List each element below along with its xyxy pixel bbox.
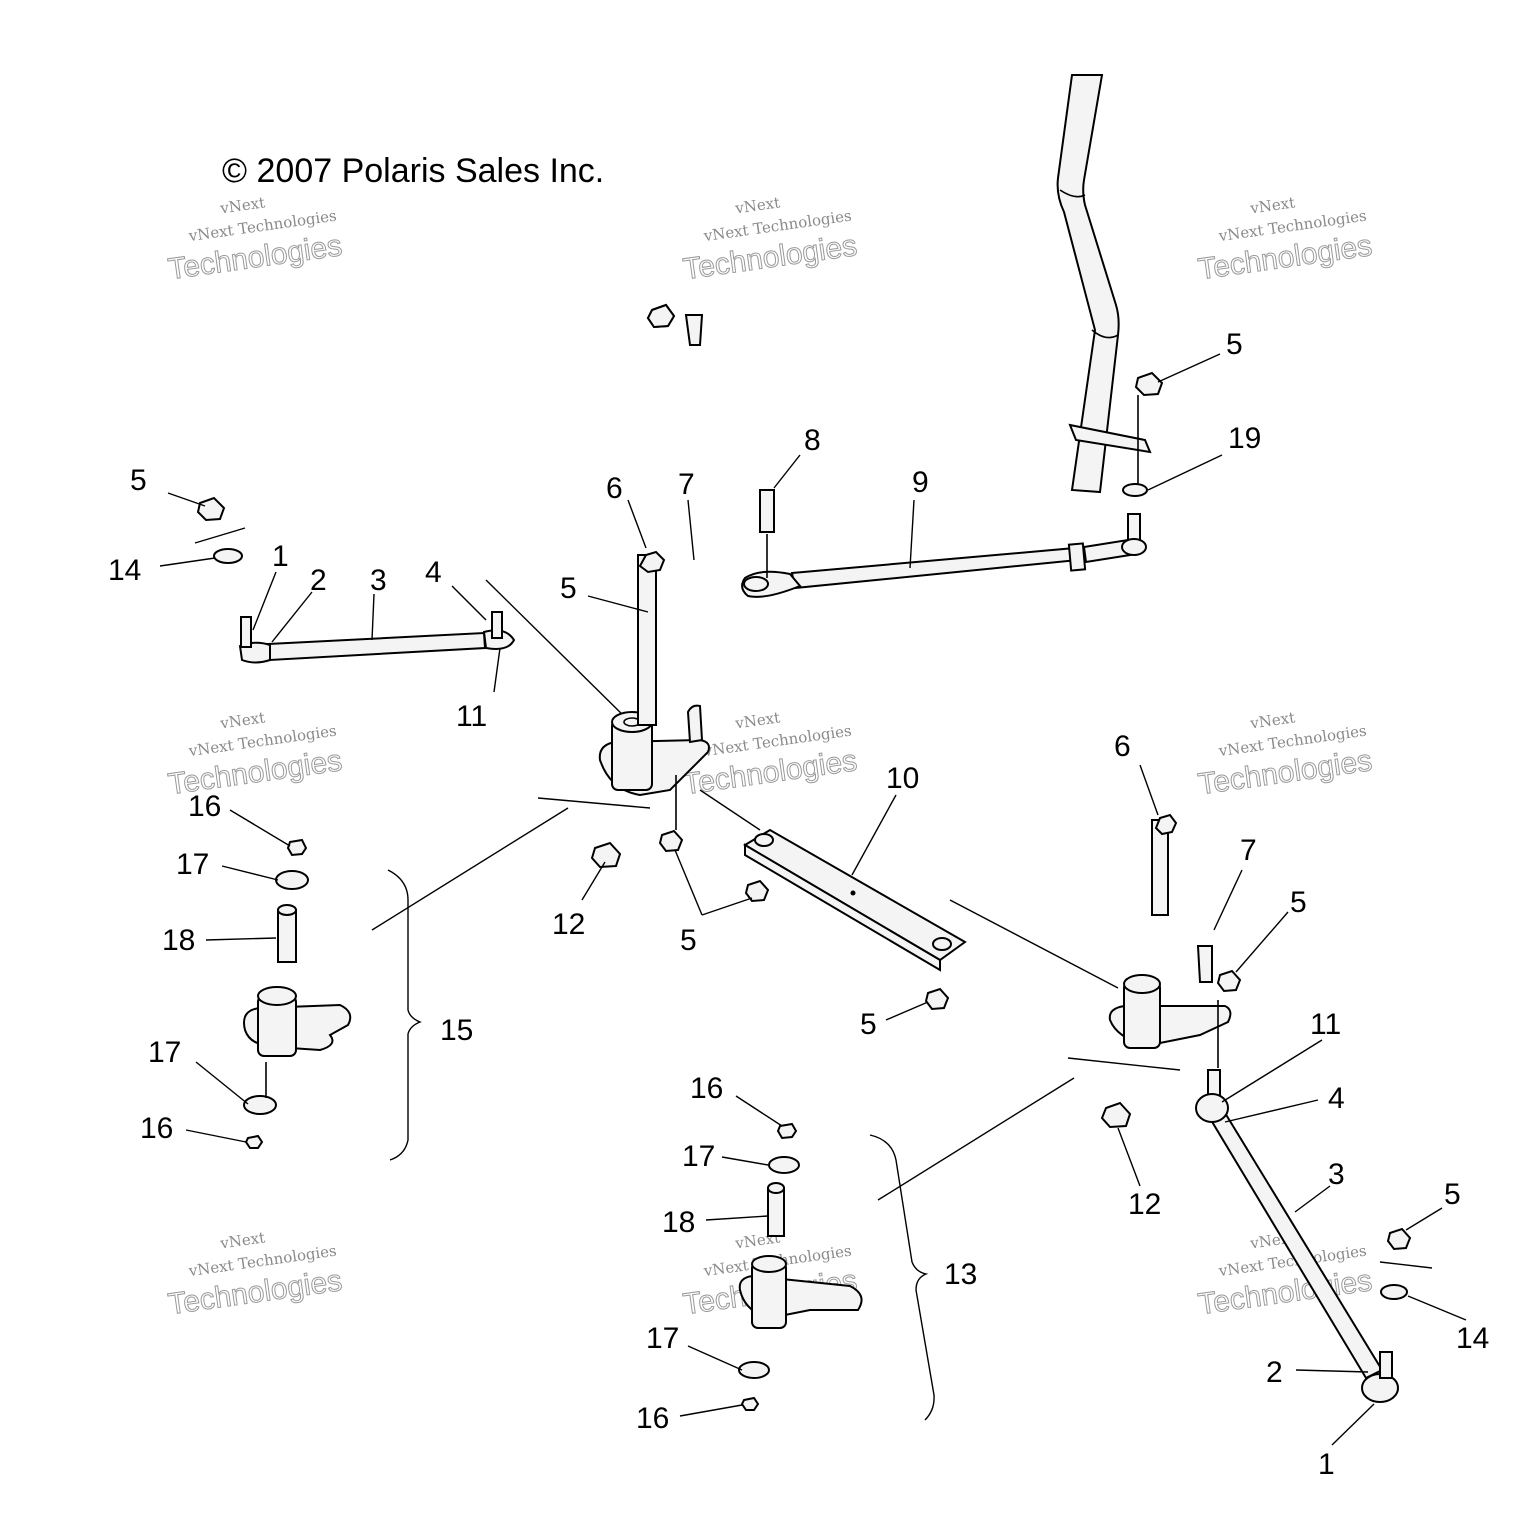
callout-3: 3 — [1328, 1158, 1345, 1191]
callout-5: 5 — [560, 572, 577, 605]
callout-3: 3 — [370, 564, 387, 597]
callout-5: 5 — [1226, 328, 1243, 361]
callout-12: 12 — [1128, 1188, 1161, 1221]
callout-5: 5 — [1290, 886, 1307, 919]
callout-16: 16 — [188, 790, 221, 823]
callout-12: 12 — [552, 908, 585, 941]
spindle-assembly-13 — [738, 1057, 1181, 1421]
watermark-line1: vNext — [733, 708, 781, 732]
watermark-line1: vNext — [1248, 708, 1296, 732]
pivot-arm-right — [1108, 813, 1232, 1068]
callout-11: 11 — [1310, 1008, 1341, 1041]
callout-13: 13 — [944, 1258, 977, 1291]
callout-10: 10 — [886, 762, 919, 795]
callout-6: 6 — [606, 472, 623, 505]
callout-5: 5 — [860, 1008, 877, 1041]
watermark: vNext vNext Technologies Technologies — [166, 708, 345, 801]
callout-18: 18 — [662, 1206, 695, 1239]
callout-18: 18 — [162, 924, 195, 957]
callout-14: 14 — [1456, 1322, 1489, 1355]
callout-16: 16 — [636, 1402, 669, 1435]
callout-labels: 5 14 1 2 3 4 11 6 5 7 8 9 5 19 10 6 7 5 … — [108, 328, 1489, 1481]
hardware-parts — [194, 303, 1433, 1300]
callout-1: 1 — [1318, 1448, 1335, 1481]
callout-5: 5 — [1444, 1178, 1461, 1211]
spindle-assembly-15 — [243, 797, 651, 1161]
callout-2: 2 — [310, 564, 327, 597]
callout-17: 17 — [682, 1140, 715, 1173]
steering-column — [1056, 74, 1152, 494]
watermark-line1: vNext — [218, 708, 266, 732]
watermark-line1: vNext — [1248, 193, 1296, 217]
callout-7: 7 — [678, 468, 695, 501]
tie-rod-left — [238, 579, 631, 723]
callout-17: 17 — [646, 1322, 679, 1355]
callout-9: 9 — [912, 466, 929, 499]
callout-17: 17 — [148, 1036, 181, 1069]
watermark: vNext vNext Technologies Technologies — [1196, 193, 1375, 286]
callout-6: 6 — [1114, 730, 1131, 763]
tie-rod-right — [1195, 1069, 1399, 1403]
callout-4: 4 — [425, 556, 442, 589]
callout-7: 7 — [1240, 834, 1257, 867]
pivot-arm-upper — [598, 303, 710, 797]
watermark: vNext vNext Technologies Technologies — [166, 193, 345, 286]
callout-11: 11 — [456, 700, 487, 733]
center-link-10 — [699, 789, 1119, 989]
callout-17: 17 — [176, 848, 209, 881]
watermark-line1: vNext — [218, 1228, 266, 1252]
callout-5: 5 — [680, 924, 697, 957]
callout-15: 15 — [440, 1014, 473, 1047]
leader-lines — [159, 353, 1467, 1446]
callout-4: 4 — [1328, 1082, 1345, 1115]
callout-8: 8 — [804, 424, 821, 457]
callout-14: 14 — [108, 554, 141, 587]
callout-1: 1 — [272, 540, 289, 573]
watermark: vNext vNext Technologies Technologies — [681, 193, 860, 286]
watermark-line1: vNext — [218, 193, 266, 217]
watermark: vNext vNext Technologies Technologies — [1196, 708, 1375, 801]
watermark: vNext vNext Technologies Technologies — [166, 1228, 345, 1321]
callout-2: 2 — [1266, 1356, 1283, 1389]
callout-19: 19 — [1228, 422, 1261, 455]
callout-16: 16 — [140, 1112, 173, 1145]
copyright-text: © 2007 Polaris Sales Inc. — [222, 152, 604, 190]
watermark-line1: vNext — [733, 193, 781, 217]
callout-5: 5 — [130, 464, 147, 497]
watermark-group: vNext vNext Technologies Technologies vN… — [166, 193, 1375, 1321]
callout-16: 16 — [690, 1072, 723, 1105]
tie-rod-9 — [741, 489, 1147, 598]
